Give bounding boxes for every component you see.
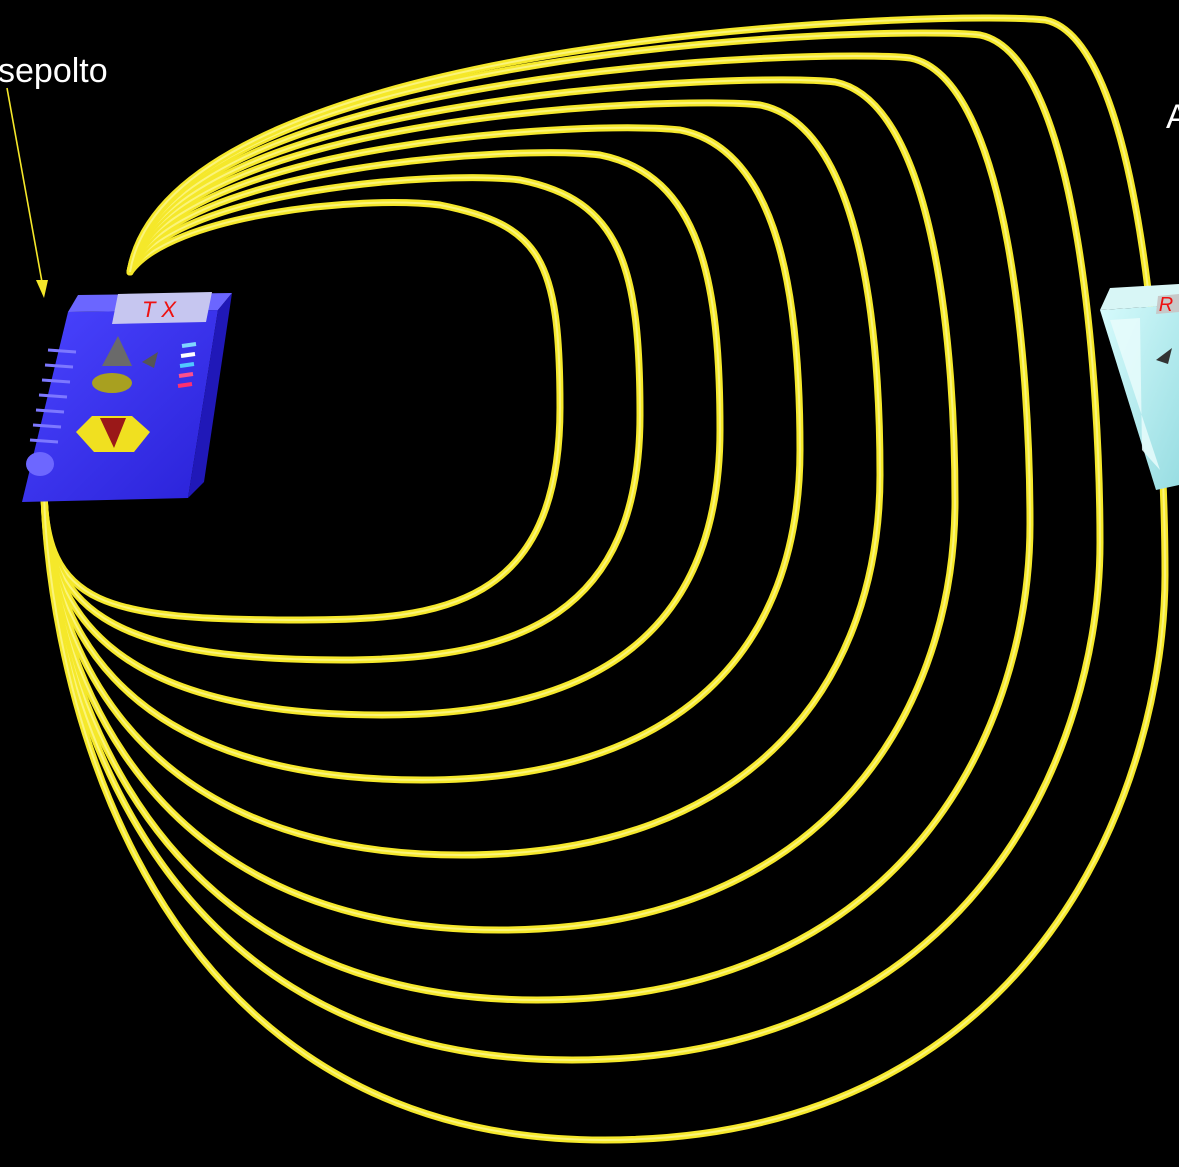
field-line-highlight-7 xyxy=(43,54,1032,1002)
field-line-highlight-8 xyxy=(43,32,1102,1062)
receiver-label: R xyxy=(1159,294,1173,316)
field-line-highlight-3 xyxy=(43,151,722,717)
buried-label: sepolto xyxy=(0,52,108,90)
right-label: A xyxy=(1166,98,1179,136)
field-line-highlight-1 xyxy=(43,201,562,622)
field-line-highlight-2 xyxy=(43,176,642,662)
annotation-arrow xyxy=(6,87,48,298)
transmitter-label: TX xyxy=(142,297,182,322)
transmitter-device: TX xyxy=(22,292,232,502)
field-line-highlight-9 xyxy=(43,17,1167,1142)
field-line-highlight-5 xyxy=(43,101,882,857)
receiver-device: R xyxy=(1100,284,1179,490)
field-line-highlight-4 xyxy=(43,126,802,782)
field-line-highlight-6 xyxy=(43,78,957,932)
magnetic-field-lines xyxy=(40,14,1169,1144)
